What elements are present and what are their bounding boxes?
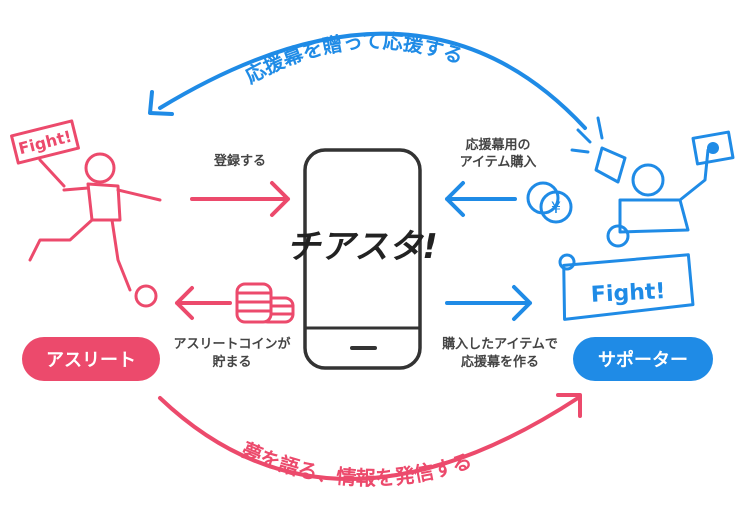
register-label: 登録する [213,153,266,169]
make-banner-label-2: 応援幕を作る [461,354,539,370]
supporter-badge: サポーター [573,337,713,381]
athlete-illustration: Fight! [10,119,162,308]
purchase-label-2: アイテム購入 [460,154,537,170]
supporter-banner-text: Fight! [590,279,666,308]
coin-label-1: アスリートコインが [173,336,290,352]
megaphone-icon [594,146,627,184]
bottom-arc-label: 夢を語る、情報を発信する [238,438,475,490]
register-arrow [190,181,290,217]
make-banner-label-1: 購入したアイテムで [441,336,558,352]
coin-arrow [175,286,232,320]
yen-coin-icon: ¥ [526,181,573,224]
supporter-illustration: Fight! [558,116,735,321]
svg-text:サポーター: サポーター [598,349,688,371]
coin-stack-icon [235,282,295,324]
coin-label-2: 貯まる [212,354,251,370]
bottom-arc-arrow [158,393,582,481]
top-arc-label: 応援幕を贈って応援する [241,29,467,88]
athlete-badge: アスリート [22,337,160,381]
app-logo: チアスタ! [286,227,438,267]
purchase-label-1: 応援幕用の [465,137,530,153]
phone-app: チアスタ! [286,148,438,370]
svg-text:アスリート: アスリート [46,350,136,371]
top-arc-arrow [148,31,587,130]
make-banner-arrow [445,285,532,321]
japan-flag-icon [691,130,735,166]
svg-text:¥: ¥ [551,198,561,217]
purchase-arrow [445,181,517,217]
